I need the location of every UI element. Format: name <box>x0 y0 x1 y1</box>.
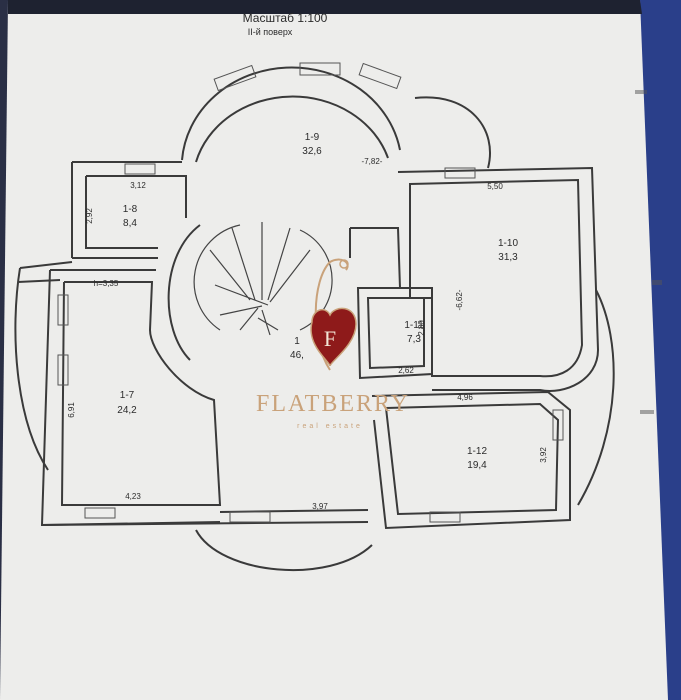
monogram-letter: F <box>324 326 336 351</box>
artifact-1 <box>635 90 647 94</box>
scan-artifacts <box>635 90 662 414</box>
window-3 <box>358 62 402 90</box>
room-1-11-area: 7,3 <box>407 334 421 345</box>
room-1-10-inner <box>409 178 584 378</box>
dim-2-62: 2,62 <box>398 366 414 375</box>
room-1-12-area: 19,4 <box>467 460 487 471</box>
room-1-10-outer <box>397 166 600 392</box>
room-1-7-inner <box>60 281 222 506</box>
room-1-8-walls <box>71 161 182 259</box>
room-1-12-inner <box>384 402 560 516</box>
room-1-8-area: 8,4 <box>123 218 137 229</box>
stair-outer-arc <box>193 224 241 331</box>
flatberry-watermark: F FLATBERRY real estate <box>256 258 410 430</box>
dim-6-62: -6,62- <box>455 289 464 310</box>
window-11 <box>552 409 564 441</box>
bay-top-right <box>414 96 491 169</box>
bottom-wall-balcony <box>41 521 373 571</box>
window-10 <box>429 511 461 523</box>
dimension-labels: 3,12 2,92 5,50 -7,82- -6,62- 2,80 2,62 4… <box>67 157 548 511</box>
dim-2-80: 2,80 <box>417 320 426 336</box>
room-1-10-area: 31,3 <box>498 252 518 263</box>
room-1-number: 1 <box>294 336 300 347</box>
spiral-staircase <box>193 222 333 336</box>
dim-5-50: 5,50 <box>487 182 503 191</box>
passage-walls <box>349 227 401 289</box>
room-1-7-number: 1-7 <box>120 390 135 401</box>
window-2 <box>299 62 341 76</box>
ceiling-height: h=3,35 <box>94 279 119 288</box>
room-1-area: 46, <box>290 350 304 361</box>
room-1-9-area: 32,6 <box>302 146 322 157</box>
window-marks <box>57 62 564 523</box>
dim-2-92: 2,92 <box>85 208 94 224</box>
dim-3-97: 3,97 <box>312 502 328 511</box>
artifact-2 <box>652 280 662 285</box>
scale-label: Масштаб 1:100 <box>243 11 328 25</box>
room-1-11-number: 1-11 <box>404 320 424 331</box>
outer-walls <box>14 66 615 571</box>
watermark-dot <box>339 259 349 269</box>
room-1-12-outer <box>371 390 571 530</box>
window-9 <box>229 511 271 523</box>
dim-3-92: 3,92 <box>539 447 548 463</box>
paper-top-shadow <box>8 0 642 14</box>
hall-curve <box>167 224 201 361</box>
stair-arrow <box>257 317 279 331</box>
brand-name: FLATBERRY <box>256 391 410 417</box>
room-1-9-number: 1-9 <box>305 132 320 143</box>
right-balcony <box>577 289 615 506</box>
window-1 <box>213 64 257 92</box>
dim-3-12: 3,12 <box>130 181 146 190</box>
dim-4-96: 4,96 <box>457 393 473 402</box>
room-1-11-inner <box>366 297 425 370</box>
dim-6-91: 6,91 <box>67 402 76 418</box>
room-1-8-number: 1-8 <box>123 204 138 215</box>
dim-4-23: 4,23 <box>125 492 141 501</box>
room-1-9-arc-inner <box>195 95 389 163</box>
room-1-7-area: 24,2 <box>117 405 137 416</box>
room-labels: 1-9 32,6 1-8 8,4 1-10 31,3 1-11 7,3 1-7 … <box>117 132 518 471</box>
window-8 <box>84 507 116 519</box>
room-1-8-inner <box>85 175 187 249</box>
window-4 <box>124 163 156 175</box>
dim-7-82: -7,82- <box>362 157 383 166</box>
brand-tagline: real estate <box>297 423 363 430</box>
room-1-12-number: 1-12 <box>467 446 487 457</box>
artifact-3 <box>640 410 654 414</box>
floor-label: II-й поверх <box>248 27 293 37</box>
left-balcony <box>14 261 73 471</box>
berry-icon <box>310 307 357 367</box>
room-1-9-arc <box>181 66 401 161</box>
window-7 <box>57 354 69 386</box>
window-6 <box>57 294 69 326</box>
window-5 <box>444 167 476 179</box>
room-1-10-number: 1-10 <box>498 238 518 249</box>
